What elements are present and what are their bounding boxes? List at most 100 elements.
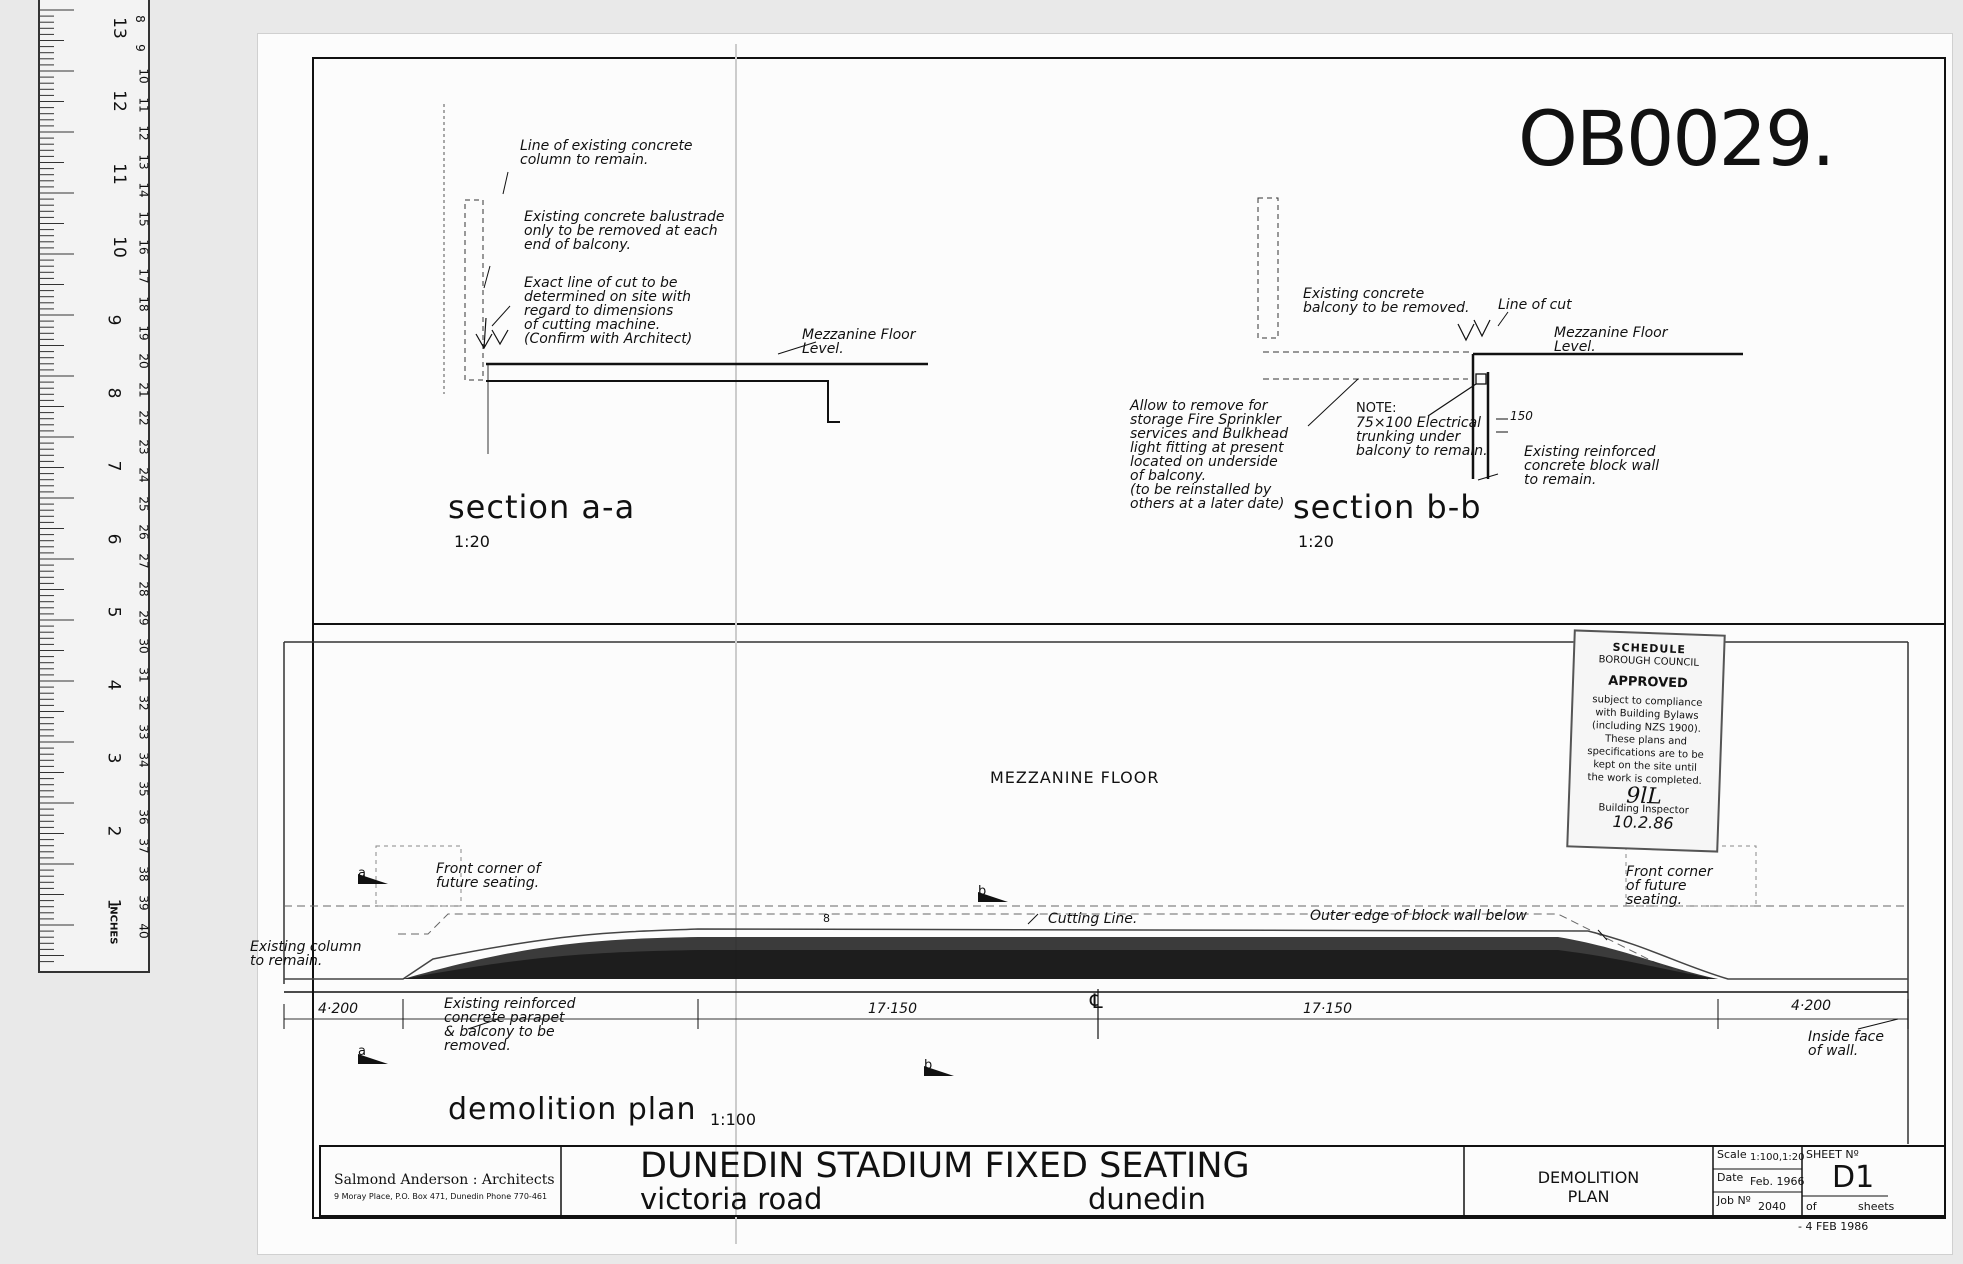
ruler-cm-label: 22: [136, 410, 151, 426]
note-line: of wall.: [1808, 1043, 1859, 1059]
sheet-label: SHEET Nº: [1806, 1148, 1859, 1161]
ruler-inch-label: 6: [103, 533, 124, 545]
note-line: balcony to remain.: [1356, 443, 1488, 459]
project-street: victoria road: [640, 1182, 823, 1216]
ruler-inch-label: 8: [103, 387, 124, 399]
note-block-wall: Existing reinforced concrete block wall …: [1524, 445, 1659, 487]
note-front-corner-right: Front corner of future seating.: [1626, 865, 1712, 907]
sheet-value: D1: [1832, 1160, 1875, 1195]
ruler-inch-label: 11: [108, 163, 129, 185]
title-block-lines: [319, 1145, 1946, 1217]
ruler-cm-label: 8: [132, 15, 147, 23]
ruler-inch-label: 13: [108, 17, 129, 39]
note-line: regard to dimensions: [524, 303, 674, 319]
ruler-cm-label: 21: [136, 381, 151, 398]
note-mezzanine-level-b: Mezzanine Floor Level.: [1554, 326, 1668, 354]
note-line: Exact line of cut to be: [524, 275, 678, 291]
note-allow-to-remove: Allow to remove for storage Fire Sprinkl…: [1130, 399, 1288, 511]
ruler-cm-label: 17: [136, 267, 151, 284]
note-line: seating.: [1626, 892, 1683, 908]
note-line: Line of existing concrete: [520, 138, 693, 154]
archive-number: OB0029.: [1518, 94, 1836, 183]
stamp-approved: APPROVED: [1608, 673, 1689, 692]
ruler-cm-label: 28: [136, 581, 151, 597]
note-line: located on underside: [1130, 454, 1278, 470]
ruler-cm-label: 14: [136, 182, 151, 198]
note-line: column to remain.: [520, 152, 649, 168]
ruler-cm-label: 20: [136, 353, 151, 369]
note-balcony-removed: Existing concrete balcony to be removed.: [1303, 287, 1470, 315]
note-line: Existing concrete: [1303, 286, 1425, 302]
ruler-cm-label: 33: [136, 723, 151, 740]
ruler-cm-label: 16: [136, 239, 151, 255]
note-line: services and Bulkhead: [1130, 426, 1289, 442]
ruler-cm-label: 35: [136, 780, 151, 797]
ruler-cm-label: 12: [136, 125, 151, 141]
ruler-cm-label: 10: [136, 68, 151, 84]
ruler-inch-label: 7: [103, 460, 124, 472]
ruler-tag: INCHES: [107, 902, 119, 945]
dim-mid-left: 17·150: [868, 1001, 917, 1017]
note-line: of future: [1626, 878, 1687, 894]
dim-right: 4·200: [1791, 998, 1832, 1014]
note-line: end of balcony.: [524, 237, 631, 253]
note-line: of balcony.: [1130, 468, 1207, 484]
ruler-inch-label: 9: [103, 314, 124, 326]
approval-stamp: SCHEDULE BOROUGH COUNCIL APPROVED subjec…: [1566, 629, 1726, 853]
note-line: Mezzanine Floor: [802, 327, 916, 343]
note-line: concrete block wall: [1524, 458, 1660, 474]
note-line: Level.: [802, 341, 844, 357]
section-marker-a-top: a: [358, 866, 366, 881]
ruler-cm-label: 36: [136, 809, 151, 825]
note-line: storage Fire Sprinkler: [1130, 412, 1282, 428]
note-line: future seating.: [436, 875, 540, 891]
drawing-linework: [283, 44, 1946, 1244]
note-line: Mezzanine Floor: [1554, 325, 1668, 341]
note-front-corner-left: Front corner of future seating.: [436, 862, 540, 890]
plan-scale: 1:100: [710, 1110, 757, 1129]
ruler-cm-label: 25: [136, 495, 151, 512]
note-line: removed.: [444, 1038, 511, 1054]
section-marker-b-bottom: b: [924, 1058, 933, 1073]
ruler-cm-label: 39: [136, 894, 151, 911]
ruler-cm-label: 30: [136, 638, 151, 654]
note-heading: NOTE:: [1356, 401, 1397, 416]
note-line: to remain.: [250, 953, 323, 969]
ruler-cm-label: 15: [136, 210, 151, 227]
ruler-cm-label: 32: [136, 695, 151, 711]
mezzanine-floor-label: MEZZANINE FLOOR: [990, 768, 1160, 787]
ruler-inch-label: 5: [103, 606, 124, 618]
note-line: & balcony to be: [444, 1024, 555, 1040]
ruler-cm-label: 29: [136, 609, 151, 626]
centerline-symbol: ℄: [1090, 989, 1103, 1013]
ruler-cm-label: 19: [136, 324, 151, 341]
ruler-cm-label: 9: [132, 43, 147, 52]
dim-left: 4·200: [318, 1001, 359, 1017]
note-line: to remain.: [1524, 472, 1597, 488]
note-line: (to be reinstalled by: [1130, 482, 1272, 498]
date-value: Feb. 1966: [1750, 1175, 1805, 1188]
section-a-scale: 1:20: [454, 532, 490, 551]
note-line: Front corner: [1626, 864, 1713, 880]
drawing-title-line: DEMOLITION: [1537, 1168, 1640, 1187]
section-marker-a-bottom: a: [358, 1044, 366, 1059]
ruler-cm-label: 18: [136, 296, 151, 312]
ruler-ticks: [40, 9, 74, 963]
job-value: 2040: [1758, 1200, 1786, 1213]
sheet-border: [312, 57, 1946, 1219]
ruler-inch-label: 10: [108, 236, 129, 258]
plan-linework: [283, 845, 1909, 1076]
architect-name: Salmond Anderson : Architects: [334, 1172, 555, 1188]
job-label: Job Nº: [1717, 1194, 1751, 1207]
section-a-title: section a-a: [448, 488, 636, 526]
note-inside-face: Inside face of wall.: [1808, 1030, 1884, 1058]
note-line: Front corner of: [436, 861, 541, 877]
architect-address: 9 Moray Place, P.O. Box 471, Dunedin Pho…: [334, 1192, 548, 1201]
ruler-cm-label: 11: [136, 96, 151, 113]
note-line: 75×100 Electrical: [1356, 415, 1482, 431]
note-line: of cutting machine.: [524, 317, 661, 333]
note-line: trunking under: [1356, 429, 1461, 445]
note-line: Existing reinforced: [1524, 444, 1656, 460]
scale-value: 1:100,1:20: [1750, 1152, 1805, 1163]
